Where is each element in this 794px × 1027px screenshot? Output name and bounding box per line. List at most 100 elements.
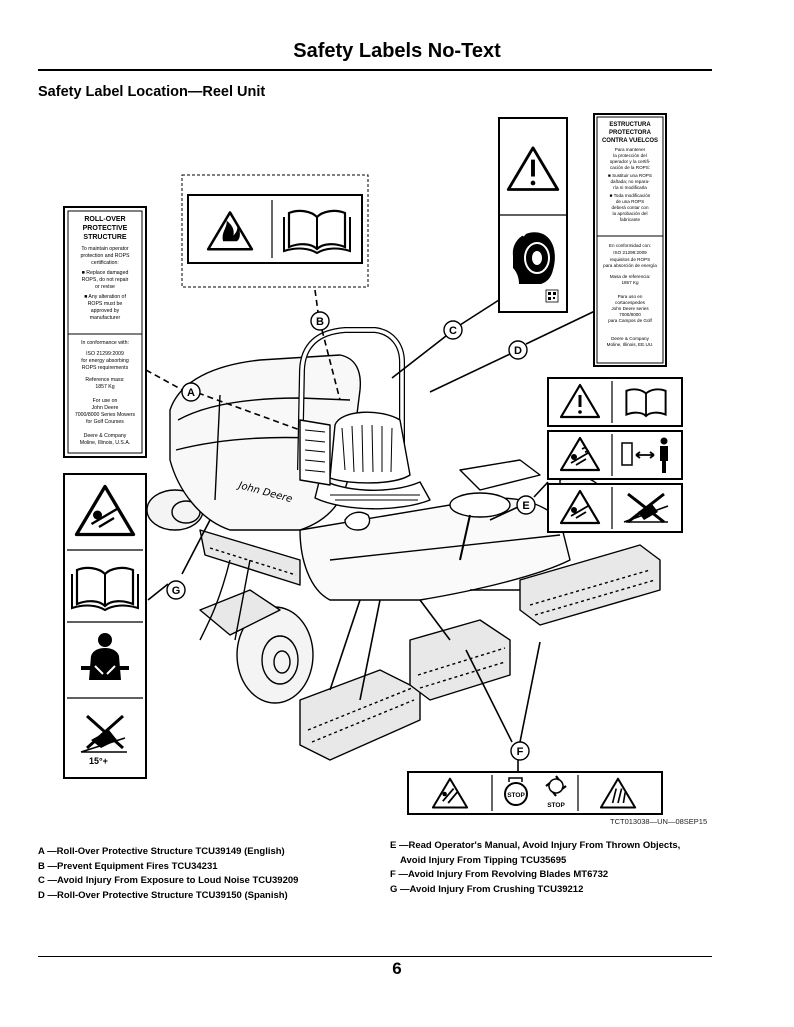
- legend-item: F —Avoid Injury From Revolving Blades MT…: [390, 869, 609, 880]
- stop-engine-icon: STOP: [504, 777, 528, 806]
- svg-text:ISO 21299:2009: ISO 21299:2009: [613, 250, 647, 255]
- svg-text:■ Toda modificación: ■ Toda modificación: [610, 193, 651, 198]
- page-number: 6: [392, 959, 402, 978]
- svg-text:ROPS requirements: ROPS requirements: [82, 365, 129, 371]
- svg-text:For use on: For use on: [93, 398, 118, 404]
- thrown-objects-icon-2: [559, 489, 601, 525]
- svg-text:deberá contar con: deberá contar con: [611, 205, 648, 210]
- svg-text:1857 Kg: 1857 Kg: [95, 384, 114, 390]
- svg-text:fabricante: fabricante: [620, 217, 641, 222]
- svg-text:7000/8000 Series Mowers: 7000/8000 Series Mowers: [75, 412, 136, 418]
- no-crushing-tip-icon: 15°+: [80, 714, 127, 766]
- svg-text:Reference mass:: Reference mass:: [85, 377, 124, 383]
- svg-text:G: G: [172, 585, 181, 597]
- callout-e: E: [516, 495, 536, 515]
- svg-text:ROPS must be: ROPS must be: [88, 301, 123, 307]
- no-tipping-icon: [623, 492, 669, 524]
- legend-left: A —Roll-Over Protective Structure TCU391…: [38, 845, 298, 903]
- manual-book-icon: [71, 566, 139, 612]
- svg-text:ROPS, do not repair: ROPS, do not repair: [82, 277, 129, 283]
- svg-text:operador y la certifi-: operador y la certifi-: [610, 159, 651, 164]
- svg-text:para Campos de Golf: para Campos de Golf: [608, 318, 652, 323]
- svg-text:CONTRA VUELCOS: CONTRA VUELCOS: [602, 138, 658, 144]
- svg-text:En conformidad con:: En conformidad con:: [609, 243, 651, 248]
- title-rule: [38, 69, 712, 71]
- section-heading: Safety Label Location—Reel Unit: [38, 84, 266, 100]
- blade-warning-icon: [431, 777, 469, 809]
- svg-text:PROTECTIVE: PROTECTIVE: [83, 225, 128, 232]
- svg-text:manufacturer: manufacturer: [90, 315, 121, 321]
- rotating-blade-icon: [545, 775, 567, 797]
- svg-text:for Golf Courses: for Golf Courses: [86, 419, 124, 425]
- legend-item: E —Read Operator's Manual, Avoid Injury …: [390, 840, 681, 851]
- svg-text:Deere & Company: Deere & Company: [84, 433, 127, 439]
- svg-text:de una ROPS: de una ROPS: [616, 199, 644, 204]
- seat-belt-icon: [81, 633, 129, 680]
- svg-text:Para uso en: Para uso en: [618, 294, 643, 299]
- svg-text:15°+: 15°+: [89, 756, 108, 766]
- svg-text:E: E: [522, 500, 529, 512]
- svg-text:PROTECTORA: PROTECTORA: [609, 130, 652, 136]
- thrown-objects-icon: [559, 436, 601, 472]
- decal-g-crushing: 15°+: [63, 473, 147, 779]
- decal-e-combo: [547, 377, 683, 533]
- svg-text:ESTRUCTURA: ESTRUCTURA: [609, 122, 651, 128]
- svg-text:dañada; no repara-: dañada; no repara-: [610, 179, 650, 184]
- svg-text:Moline, Illinois, U.S.A.: Moline, Illinois, U.S.A.: [80, 440, 130, 446]
- decal-b-fire: [181, 174, 369, 288]
- svg-text:C: C: [449, 325, 457, 337]
- legend-item: A —Roll-Over Protective Structure TCU391…: [38, 846, 285, 857]
- svg-text:John Deere: John Deere: [92, 405, 119, 411]
- svg-text:■ Sustituir una ROPS: ■ Sustituir una ROPS: [608, 173, 652, 178]
- svg-text:■ Any alteration of: ■ Any alteration of: [84, 294, 126, 300]
- svg-text:D: D: [514, 345, 522, 357]
- svg-text:Deere & Company: Deere & Company: [611, 336, 649, 341]
- svg-text:cación de la ROPS:: cación de la ROPS:: [610, 165, 650, 170]
- svg-text:STOP: STOP: [547, 802, 565, 809]
- svg-text:or revise: or revise: [95, 284, 115, 290]
- svg-text:1857 Kg: 1857 Kg: [621, 280, 639, 285]
- callout-g: G: [166, 580, 186, 600]
- svg-text:la protección del: la protección del: [613, 153, 646, 158]
- decal-f-revolving-blades: STOP STOP: [407, 771, 663, 815]
- decal-a-rops-english: ROLL-OVER PROTECTIVE STRUCTURE To mainta…: [63, 206, 147, 458]
- keep-distance-icon: [621, 437, 668, 473]
- callout-c: C: [443, 320, 463, 340]
- callout-f: F: [510, 741, 530, 761]
- legend-item: C —Avoid Injury From Exposure to Loud No…: [38, 875, 299, 886]
- svg-text:para absorción de energía: para absorción de energía: [603, 263, 657, 268]
- svg-text:A: A: [187, 387, 195, 399]
- fire-warning-icon: [206, 211, 254, 251]
- callout-a: A: [181, 382, 201, 402]
- svg-text:In conformance with:: In conformance with:: [81, 340, 129, 346]
- reel-unit-figure: John Deere: [63, 113, 683, 815]
- ear-protection-icon: [512, 227, 555, 284]
- svg-text:protection and ROPS: protection and ROPS: [80, 253, 130, 259]
- svg-text:Para mantener: Para mantener: [615, 147, 646, 152]
- general-warning-icon: [506, 146, 560, 191]
- decal-c-loud-noise: [498, 117, 568, 313]
- svg-text:STOP: STOP: [507, 792, 525, 799]
- svg-text:la aprobación del: la aprobación del: [613, 211, 648, 216]
- legend-right: E —Read Operator's Manual, Avoid Injury …: [390, 839, 680, 897]
- leader-lines: [145, 289, 598, 772]
- svg-text:ISO 21299:2009: ISO 21299:2009: [86, 351, 124, 357]
- thrown-objects-icon: [74, 484, 136, 537]
- svg-text:7000/8000: 7000/8000: [619, 312, 641, 317]
- svg-text:B: B: [316, 316, 324, 328]
- legend-item: D —Roll-Over Protective Structure TCU391…: [38, 889, 288, 901]
- legend-item: G —Avoid Injury From Crushing TCU39212: [390, 883, 584, 895]
- svg-text:approved by: approved by: [91, 308, 120, 314]
- svg-text:STRUCTURE: STRUCTURE: [83, 234, 126, 241]
- svg-text:for energy absorbing: for energy absorbing: [81, 358, 129, 364]
- svg-text:■ Replace damaged: ■ Replace damaged: [82, 270, 129, 276]
- svg-text:ría ni modificarla: ría ni modificarla: [613, 185, 647, 190]
- figure-code: TCT013038—UN—08SEP15: [610, 817, 708, 826]
- legend-item-continuation: Avoid Injury From Tipping TCU35695: [400, 854, 567, 866]
- decal-d-rops-spanish: ESTRUCTURA PROTECTORA CONTRA VUELCOS Par…: [593, 113, 667, 367]
- manual-book-icon: [283, 209, 351, 255]
- blade-hand-warning-icon: [599, 777, 637, 809]
- manual-book-icon: [625, 388, 667, 418]
- page-title: Safety Labels No-Text: [293, 40, 501, 62]
- legend-item: B —Prevent Equipment Fires TCU34231: [38, 860, 218, 872]
